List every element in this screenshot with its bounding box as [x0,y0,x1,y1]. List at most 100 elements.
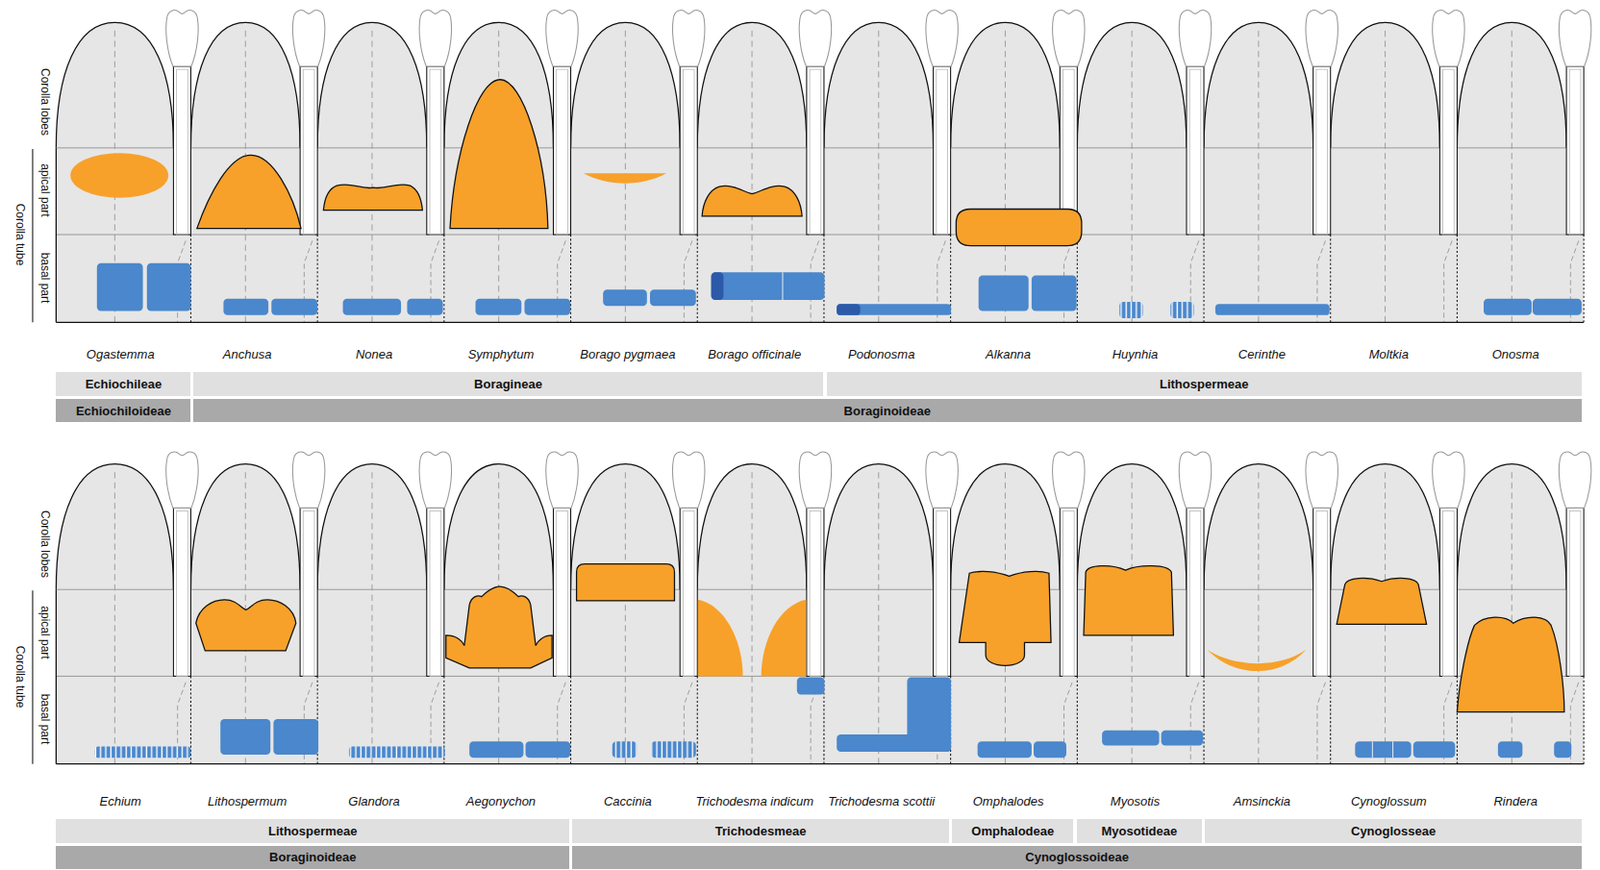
corolla-scale [583,173,667,183]
nectary-hairs [1483,299,1532,316]
corolla-scale [323,184,423,211]
nectary-hairs [1532,299,1582,316]
filament-inner [936,511,949,677]
genus-label: Moltkia [1369,347,1409,362]
midline [877,472,879,764]
filament-inner [809,511,822,677]
anther [799,451,831,508]
filament-inner [1443,511,1455,677]
band-label: Myosotideae [1100,824,1177,839]
filament [679,507,698,676]
filament [679,66,698,235]
band-label: Boraginoideae [844,403,931,419]
corolla-row [32,10,1592,324]
filament-inner [682,69,695,235]
nectary-hairs [978,275,1029,311]
anther [1432,10,1465,67]
band-label: Lithospermeae [1159,376,1249,392]
anther [1432,451,1465,508]
nectary-hairs [650,741,697,758]
anther [1558,10,1591,67]
nectary-hairs [1170,301,1194,319]
axis-label: Corolla tube [13,203,27,267]
axis-label: basal part [38,694,52,746]
band-label: Echiochiloideae [75,403,172,419]
nectary-hairs [223,299,269,316]
nectary-hairs [711,272,825,300]
genus-label: Cerinthe [1238,347,1286,362]
axis-label: apical part [38,164,52,218]
genus-label: Alkanna [985,347,1031,362]
filament [806,507,825,676]
panel-border [1456,234,1458,323]
nectary-hairs [1354,741,1411,758]
subfamily-band: Boraginoideae [55,846,570,870]
genus-label: Amsinckia [1233,794,1291,809]
corolla-row [32,451,1592,765]
band-label: Boraginoideae [269,850,356,865]
band-label: Trichodesmeae [715,824,807,839]
nectary-hairs [1101,730,1159,747]
tube-bracket [31,149,33,323]
nectary-hairs [469,741,524,758]
hair-divider [1392,741,1394,758]
filament [1313,66,1331,235]
filament-inner [429,511,442,677]
midline [877,30,879,323]
genus-label: Borago officinale [707,347,801,362]
anther [673,451,705,508]
nectary-hairs [273,719,319,755]
corolla-scale [955,208,1082,246]
anther [419,10,451,67]
anther [292,451,325,508]
filament-inner [556,69,569,235]
genus-label: Podonosma [848,347,915,362]
filament-base [683,240,692,323]
nectary-hairs [1215,303,1330,316]
nectary-hairs [602,289,648,306]
hair-divider [1372,741,1374,758]
corolla-scale [1206,650,1306,672]
genus-label: Onosma [1492,347,1540,362]
midline [371,30,373,323]
filament-inner [1569,69,1581,235]
panel-border [443,234,445,323]
filament [173,66,191,235]
anther [546,451,578,508]
filament [1313,507,1331,676]
genus-label: Anchusa [223,347,273,362]
corolla-scale [698,600,744,677]
genus-label: Myosotis [1110,794,1160,809]
axis-label: Corolla tube [13,645,27,708]
nectary-hairs [1033,741,1067,758]
nectary-hairs [711,272,725,300]
genus-label: Lithospermum [207,794,287,809]
nectary-hairs [1498,741,1523,758]
filament-inner [809,69,822,235]
nectary-hairs [349,747,446,759]
corolla-scale [197,154,301,228]
anther [1052,10,1085,67]
genus-label: Aegonychon [466,794,536,809]
filament-base [1570,682,1578,765]
subfamily-band: Boraginoideae [193,399,1582,423]
corolla-scale [1456,617,1564,712]
midline [1131,30,1133,323]
filament-inner [429,69,442,235]
filament [1566,66,1584,235]
filament [933,66,951,235]
genus-label: Echium [100,794,142,809]
genus-label: Huynhia [1112,347,1159,362]
tribe-band: Myosotideae [1076,819,1203,843]
corolla-scale [576,564,675,601]
nectary-hairs [524,299,571,316]
nectary-hairs [147,263,192,312]
filament-base [1444,240,1452,323]
nectary-hairs [271,299,318,316]
anther [1052,451,1085,508]
corolla-scale [1336,577,1426,625]
genus-label: Omphalodes [973,794,1045,809]
axis-label: Corolla lobes [38,510,52,578]
hair-divider [781,272,783,300]
